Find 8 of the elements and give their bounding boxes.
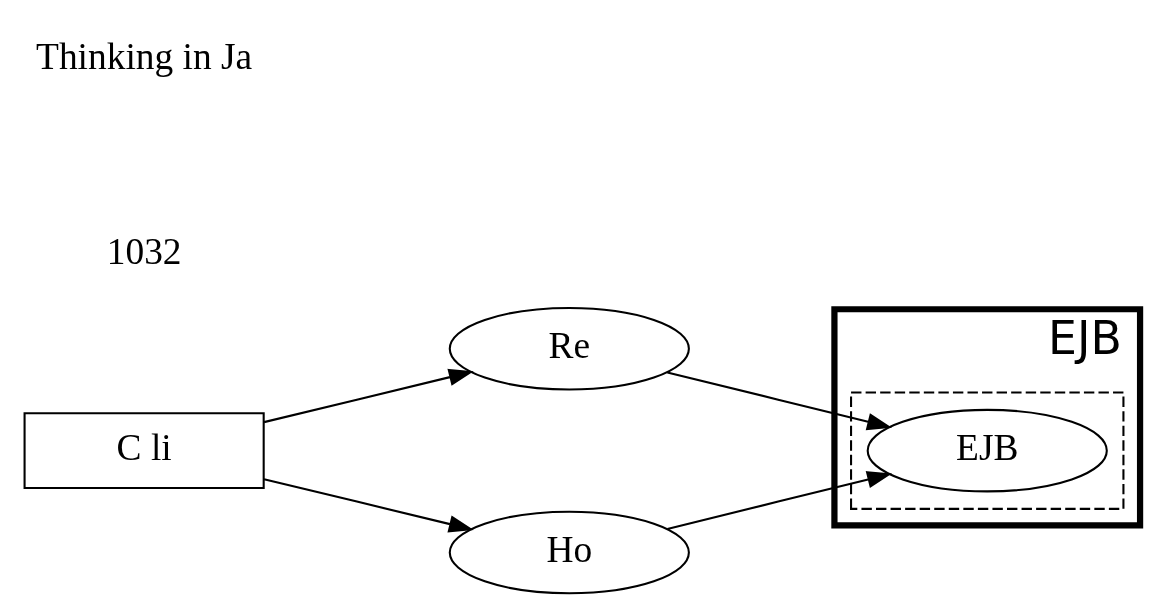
label: 1032 (106, 230, 182, 272)
arrow (667, 370, 893, 430)
node-box: C li (23, 411, 265, 489)
arrow (263, 477, 474, 533)
label: Thinking in Ja (36, 35, 253, 77)
arrow (263, 368, 474, 423)
cluster (850, 390, 1125, 510)
arrow (667, 470, 893, 530)
